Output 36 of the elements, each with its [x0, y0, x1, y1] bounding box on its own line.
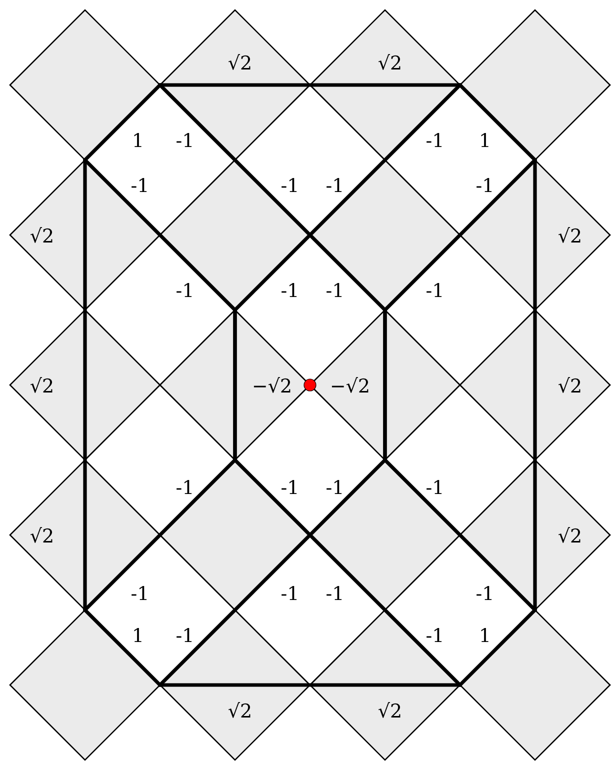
weight-label: √2: [30, 227, 52, 243]
weight-label: 1: [134, 132, 142, 148]
weight-label: -1: [326, 586, 342, 600]
weight-label: -1: [282, 586, 297, 600]
weight-label: -1: [476, 178, 492, 192]
weight-label: -1: [426, 282, 442, 298]
weight-label: √2: [30, 377, 52, 393]
weight-label: √2: [558, 227, 580, 243]
weight-label: -1: [176, 132, 192, 148]
weight-label: -1: [176, 628, 192, 642]
weight-label: √2: [378, 54, 400, 70]
weight-label: -1: [132, 178, 147, 192]
weight-label: 1: [481, 628, 488, 642]
weight-label: √2: [378, 702, 400, 718]
weight-label: √2: [228, 54, 250, 70]
weight-label: 1: [481, 132, 488, 148]
weight-label: √2: [30, 527, 52, 543]
weight-label: -1: [282, 480, 297, 494]
weight-label: -1: [282, 178, 297, 192]
weight-label: −√2: [332, 377, 368, 393]
weight-label: √2: [558, 377, 580, 393]
weight-label: -1: [176, 282, 192, 298]
weight-label: -1: [426, 480, 442, 494]
weight-label: -1: [282, 282, 297, 298]
weight-label: -1: [426, 628, 442, 642]
weight-label: -1: [326, 178, 342, 192]
weight-label: -1: [426, 132, 442, 148]
weight-label: √2: [228, 702, 250, 718]
weight-label: -1: [476, 586, 492, 600]
weight-label: -1: [326, 480, 342, 494]
weight-label: -1: [326, 282, 342, 298]
weight-label: −√2: [254, 377, 290, 393]
weight-label: -1: [176, 480, 192, 494]
weight-label: -1: [132, 586, 147, 600]
weight-label: √2: [558, 527, 580, 543]
weight-label: 1: [134, 628, 142, 642]
